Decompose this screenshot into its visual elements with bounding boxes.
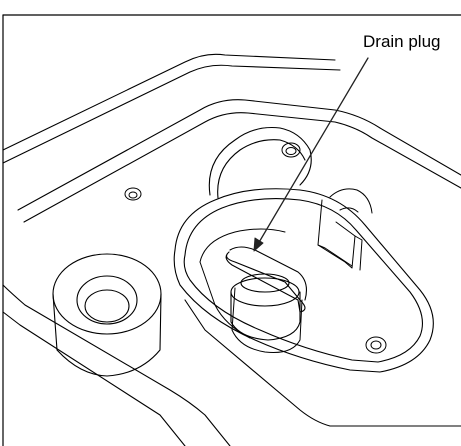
plate-plateau [17, 99, 461, 427]
latch-detail [317, 188, 373, 271]
rubber-foot [52, 253, 162, 377]
drain-plug-shape [225, 246, 307, 341]
frame-border [2, 14, 461, 446]
plate-outline [2, 53, 341, 446]
callout-leader [253, 57, 369, 252]
callout-label: Drain plug [363, 32, 441, 51]
recess-outline [173, 126, 434, 373]
screw-holes [124, 142, 387, 354]
